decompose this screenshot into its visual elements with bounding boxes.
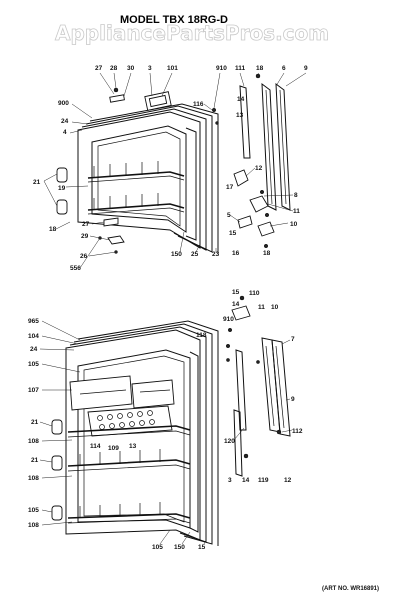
callout-108-bottom-2: 108 [28, 475, 39, 482]
art-number: (ART NO. WR16891) [322, 586, 379, 592]
callout-105: 105 [28, 361, 39, 368]
callout-28: 28 [110, 65, 118, 72]
callout-101: 101 [167, 65, 178, 72]
callout-18c: 18 [263, 250, 271, 257]
model-title: MODEL TBX 18RG-D [120, 14, 228, 26]
top-callout-labels: 27 28 30 3 101 910 111 18 6 9 900 116 14… [33, 65, 308, 272]
bottom-callout-labels: 15 110 965 14 11 10 910 104 118 24 7 105… [28, 289, 303, 551]
callout-26: 26 [80, 253, 88, 260]
callout-105-bottom-2: 105 [28, 507, 39, 514]
fresh-food-door-assembly [65, 320, 219, 546]
callout-5: 5 [227, 212, 231, 219]
callout-23: 23 [212, 251, 220, 258]
callout-111: 111 [235, 65, 246, 72]
callout-556: 556 [70, 265, 81, 272]
callout-910: 910 [216, 65, 227, 72]
callout-900: 900 [58, 100, 69, 107]
callout-150: 150 [171, 251, 182, 258]
callout-25: 25 [191, 251, 199, 258]
leader-lines [39, 72, 307, 545]
callout-118: 118 [196, 332, 207, 339]
callout-7: 7 [291, 336, 295, 343]
callout-21-bottom: 21 [31, 419, 39, 426]
callout-15: 15 [229, 230, 237, 237]
callout-114: 114 [90, 443, 101, 450]
callout-10: 10 [290, 221, 298, 228]
callout-107: 107 [28, 387, 39, 394]
callout-9: 9 [304, 65, 308, 72]
callout-10-bottom: 10 [271, 304, 279, 311]
callout-14-bottom-2: 14 [242, 477, 250, 484]
callout-104: 104 [28, 333, 39, 340]
callout-3: 3 [148, 65, 152, 72]
callout-150-bottom: 150 [174, 544, 185, 551]
callout-965: 965 [28, 318, 39, 325]
callout-30: 30 [127, 65, 135, 72]
callout-112: 112 [292, 428, 303, 435]
callout-910-bottom: 910 [223, 316, 234, 323]
watermark: AppliancePartsPros.com [55, 21, 329, 45]
callout-12: 12 [255, 165, 263, 172]
callout-4: 4 [63, 129, 67, 136]
fresh-food-small-parts [51, 295, 291, 521]
callout-119: 119 [258, 477, 269, 484]
callout-15-bottom: 15 [232, 289, 240, 296]
callout-120: 120 [224, 438, 235, 445]
callout-110: 110 [249, 290, 260, 297]
callout-11-bottom: 11 [258, 304, 265, 311]
callout-8: 8 [294, 192, 298, 199]
callout-18: 18 [256, 65, 264, 72]
callout-15-bottom-2: 15 [198, 544, 206, 551]
callout-116: 116 [193, 101, 204, 108]
callout-17: 17 [226, 184, 234, 191]
callout-3-bottom: 3 [228, 477, 232, 484]
callout-27b: 27 [82, 221, 90, 228]
callout-108-bottom-3: 108 [28, 522, 39, 529]
callout-109: 109 [108, 445, 119, 452]
callout-24: 24 [61, 118, 69, 125]
callout-13-bottom: 13 [129, 443, 137, 450]
callout-6: 6 [282, 65, 286, 72]
callout-24-bottom: 24 [30, 346, 38, 353]
callout-19: 19 [58, 185, 66, 192]
callout-21-bottom-2: 21 [31, 457, 39, 464]
freezer-small-parts [56, 73, 291, 254]
freezer-door-assembly [77, 103, 219, 254]
callout-14-bottom: 14 [232, 301, 240, 308]
callout-9-bottom: 9 [291, 396, 295, 403]
callout-12-bottom: 12 [284, 477, 292, 484]
callout-105-bottom-3: 105 [152, 544, 163, 551]
callout-16: 16 [232, 250, 240, 257]
callout-21: 21 [33, 179, 41, 186]
callout-108: 108 [28, 438, 39, 445]
callout-11: 11 [293, 208, 300, 215]
callout-13: 13 [236, 112, 244, 119]
callout-18b: 18 [49, 226, 57, 233]
callout-14: 14 [237, 96, 245, 103]
callout-29: 29 [81, 233, 89, 240]
callout-27: 27 [95, 65, 103, 72]
